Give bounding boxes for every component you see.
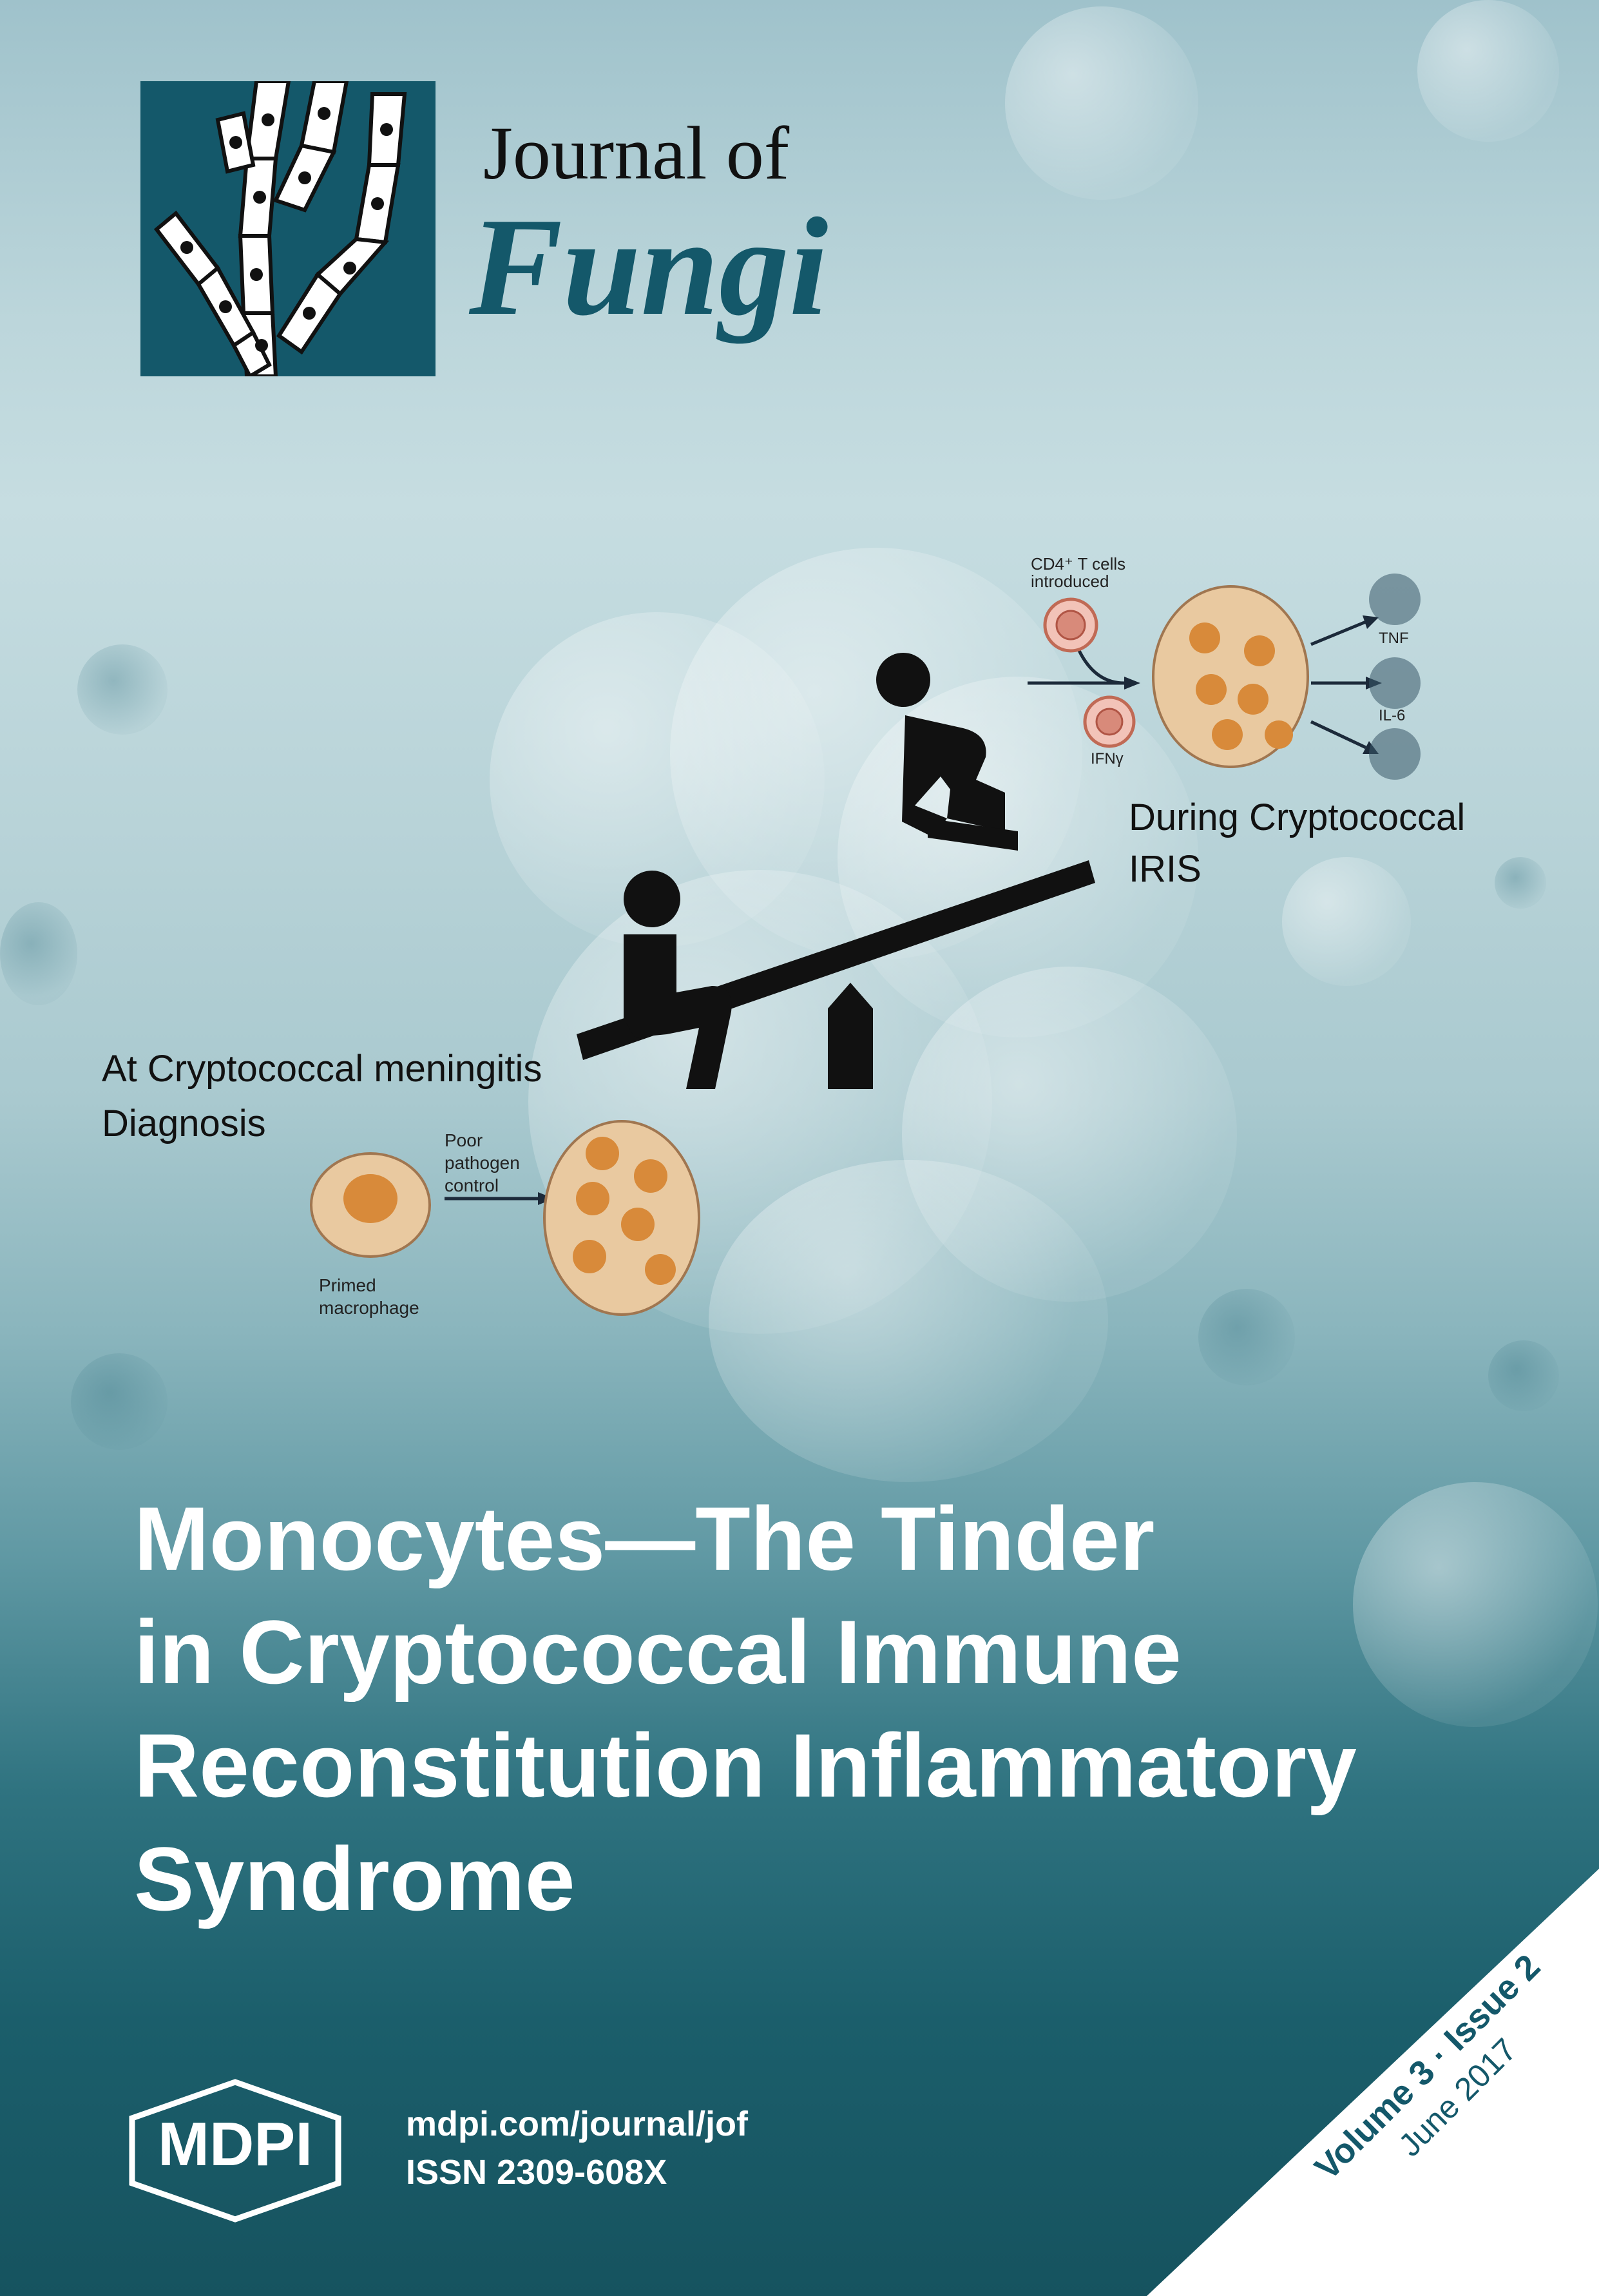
article-headline: Monocytes—The Tinder in Cryptococcal Imm… — [134, 1482, 1519, 1936]
journal-logo — [140, 79, 436, 380]
il6-label: IL-6 — [1379, 707, 1406, 724]
upper-person-body — [902, 715, 1005, 838]
bg-bubble — [1282, 857, 1411, 986]
ifn-label: IFNγ — [1091, 750, 1124, 767]
bg-bubble — [0, 902, 77, 1005]
poor-label-1: Poor — [445, 1130, 483, 1150]
issue-corner — [1147, 1869, 1599, 2296]
bg-bubble — [71, 1353, 168, 1450]
poor-label-3: control — [445, 1175, 499, 1195]
at-label-line2: Diagnosis — [102, 1103, 266, 1144]
issn: ISSN 2309-608X — [406, 2153, 667, 2192]
bg-bubble — [902, 967, 1237, 1302]
headline-line4: Syndrome — [134, 1828, 575, 1929]
journal-title-line1: Journal of — [483, 111, 790, 195]
journal-url: mdpi.com/journal/jof — [406, 2105, 749, 2143]
seesaw-fulcrum — [828, 983, 873, 1089]
bg-bubble — [1005, 6, 1198, 200]
macrophage-cluster-top — [1152, 585, 1309, 768]
poor-label-2: pathogen — [445, 1153, 520, 1173]
primed-label-1: Primed — [319, 1275, 376, 1295]
upper-person-legs — [928, 818, 1018, 851]
headline-line1: Monocytes—The Tinder — [134, 1488, 1155, 1589]
tnf-label: TNF — [1379, 630, 1409, 647]
lower-person-body — [624, 934, 732, 1089]
lower-person-head — [624, 871, 680, 927]
during-label-line2: IRIS — [1129, 848, 1202, 890]
primed-macrophage — [310, 1152, 431, 1258]
bg-bubble — [1488, 1340, 1559, 1411]
cd4-label: CD4⁺ T cells introduced — [1031, 554, 1126, 592]
cytokine-clusters — [1369, 574, 1421, 780]
bg-bubble — [1495, 857, 1546, 909]
bg-bubble — [838, 677, 1198, 1037]
arrow-tnf — [1310, 620, 1366, 646]
primed-label-2: macrophage — [319, 1298, 419, 1318]
arrow-right-lower — [1310, 720, 1367, 749]
seesaw-figure — [310, 574, 1421, 1316]
bg-bubble — [1417, 0, 1559, 142]
bg-bubble — [1353, 1482, 1598, 1727]
headline-line3: Reconstitution Inflammatory — [134, 1715, 1357, 1816]
bg-bubble — [709, 1160, 1108, 1482]
mdpi-logo-text: MDPI — [158, 2110, 312, 2179]
at-label-line1: At Cryptococcal meningitis — [102, 1048, 542, 1090]
during-label-line1: During Cryptococcal — [1129, 796, 1466, 838]
mdpi-logo: MDPI — [129, 2079, 341, 2223]
hyphae-icon — [153, 79, 407, 380]
bg-bubble — [77, 644, 168, 735]
macrophage-cluster-bottom — [543, 1120, 700, 1316]
upper-person-head — [876, 653, 930, 707]
headline-line2: in Cryptococcal Immune — [134, 1601, 1182, 1703]
bg-bubble — [1198, 1289, 1295, 1385]
journal-title-line2: Fungi — [469, 189, 828, 345]
